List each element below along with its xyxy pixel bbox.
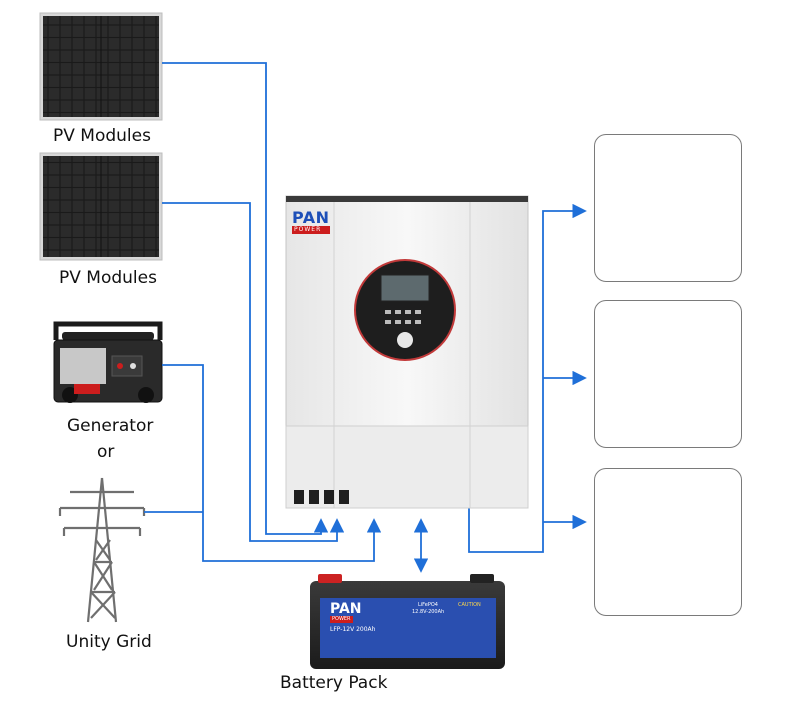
pv-module-top [39, 12, 163, 121]
generator-line [162, 364, 382, 562]
battery-caution: CAUTION [458, 602, 481, 608]
battery-brand-sub: POWER [330, 616, 353, 623]
pv-module-bottom [39, 152, 163, 261]
hybrid-inverter [285, 195, 529, 509]
load-card-kitchen [594, 134, 742, 282]
unity-grid-label: Unity Grid [66, 632, 152, 652]
inverter-button-row [385, 310, 421, 324]
pv-modules-bottom-label: PV Modules [59, 268, 157, 288]
battery-pack-label: Battery Pack [280, 673, 388, 693]
battery-model: LFP-12V 200Ah [330, 626, 376, 633]
load-card-office [594, 300, 742, 448]
connection-lines [144, 62, 587, 573]
output-line [468, 203, 587, 553]
battery-brand-name: PAN [330, 601, 362, 617]
inverter-terminals [294, 490, 349, 504]
battery-spec-value: 12.8V-200Ah [412, 609, 445, 615]
inverter-brand: PAN POWER [292, 210, 330, 234]
battery-spec-head: LiFePO4 [418, 602, 438, 608]
inverter-brand-sub: POWER [292, 226, 330, 234]
generator-label: Generator [67, 416, 154, 436]
load-card-tools [594, 468, 742, 616]
pv-modules-top-label: PV Modules [53, 126, 151, 146]
generator-icon [53, 321, 163, 403]
battery-pack-icon [310, 574, 505, 669]
inverter-brand-name: PAN [292, 208, 330, 227]
or-label: or [97, 442, 115, 462]
pv-top-line [162, 62, 329, 535]
battery-print: PAN POWER LFP-12V 200Ah LiFePO4 12.8V-20… [326, 598, 496, 658]
transmission-tower-icon [58, 477, 146, 623]
pv-bottom-line [162, 202, 345, 542]
